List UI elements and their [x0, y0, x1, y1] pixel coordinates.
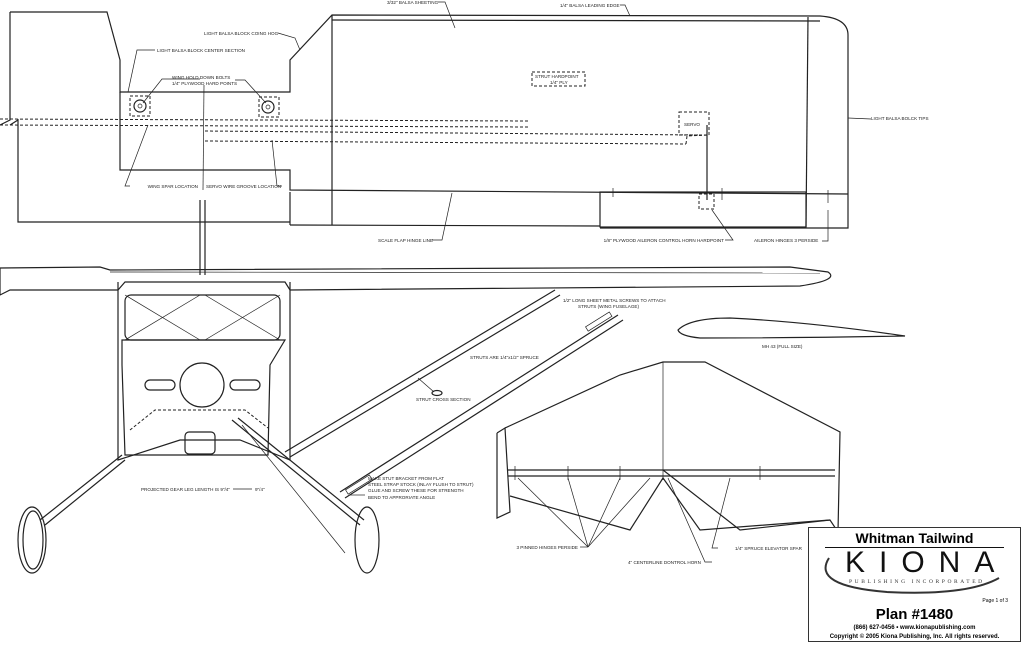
label-bracket-2: STEEL STRAP STOCK (INLAY FLUSH TO STRUT): [368, 482, 474, 487]
label-servo-groove: SERVO WIRE GROOVE LOCATION: [206, 184, 281, 189]
label-screws-1: 1/2" LONG SHEET METAL SCREWS TO ATTACH: [563, 298, 666, 303]
label-strut-hardpoint-2: 1/4" PLY: [550, 80, 568, 85]
label-strut-section: STRUT CROSS SECTION: [416, 397, 471, 402]
label-aileron-horn: 1/8" PLYWOOD AILERON CONTROL HORN HARDPO…: [604, 238, 725, 243]
strut-hardpoint-box: [531, 71, 586, 87]
label-strut-hardpoint-1: STRUT HARDPOINT: [535, 74, 579, 79]
cowl-opening: [179, 362, 225, 408]
sheeting-line: [331, 19, 821, 22]
label-bend: BEND TO APPRORIATE ANGLE: [368, 495, 435, 500]
tail-plan-view: 3 PINNED HINGES PERSIDE 4" CENTERLINE DO…: [496, 361, 841, 565]
logo-swoosh: [824, 557, 1000, 594]
copyright: Copyright © 2005 Kiona Publishing, Inc. …: [829, 634, 1000, 640]
bolt-hole: [133, 99, 147, 113]
label-hold-down-1: WING HOLD DOWN BOLTS: [172, 75, 230, 80]
title-block: Whitman Tailwind KIONA Publishing Incorp…: [808, 527, 1021, 642]
label-balsa-sheeting: 3/32" BALSA SHEETING: [387, 0, 439, 5]
bolt-hole: [261, 100, 275, 114]
wing-plan-view: 3/32" BALSA SHEETING 1/4" BALSA LEADING …: [0, 0, 929, 243]
strut-cross-section: [431, 389, 443, 397]
title-rule: [825, 547, 1004, 548]
front-view: 1/2" LONG SHEET METAL SCREWS TO ATTACH S…: [0, 200, 832, 574]
label-bracket-1: MAKE STUT BRACKET FROM FLAT: [368, 476, 444, 481]
plan-number: Plan #1480: [875, 606, 954, 623]
wing-outline-top: [10, 11, 821, 93]
contact-info: (866) 627-0456 • www.kionapublishing.com: [853, 625, 976, 631]
logo-subtitle: Publishing Incorporated: [849, 579, 985, 585]
label-tail-hinges: 3 PINNED HINGES PERSIDE: [516, 545, 578, 550]
label-control-horn: 4" CENTERLINE DONTROL HORN: [628, 560, 701, 565]
stab-tip-left: [496, 426, 511, 519]
label-aileron-hinges: AILERON HINGES 3 PERSIDE: [754, 238, 818, 243]
aileron: [599, 191, 807, 228]
label-hold-down-2: 1/4" PLYWOOD HARD POINTS: [172, 81, 237, 86]
label-struts: STRUTS ARE 1/4"x1/2" SPRUCE: [470, 355, 539, 360]
fuselage-front: [117, 282, 291, 461]
label-flap-hinge: SCALE FLAP HINGE LINE: [378, 238, 433, 243]
wheel-right: [354, 506, 380, 574]
wing-tip-outline: [600, 15, 849, 229]
label-airfoil: MH 43 (FULL SIZE): [762, 344, 803, 349]
model-name: Whitman Tailwind: [855, 530, 974, 546]
kiona-logo: KIONA: [845, 546, 1009, 579]
wheel-left: [17, 506, 47, 574]
label-block-cowling: LIGHT BALSA BLOCK COING HOG: [204, 31, 279, 36]
label-servo: SERVO: [684, 122, 700, 127]
label-elevator-spar: 1/4" SPRUCE ELEVATOR SPAR: [735, 546, 803, 551]
label-leading-edge: 1/4" BALSA LEADING EDGE: [560, 3, 620, 8]
label-spar-location: WING SPAR LOCATION: [148, 184, 198, 189]
label-gear-leg: PROJECTED GEAR LEG LENGTH IS 9"/4": [141, 487, 230, 492]
airfoil-section: MH 43 (FULL SIZE): [677, 317, 906, 349]
label-bracket-3: GLUE AND SCREW THESE FOR STRENGTH: [368, 488, 464, 493]
label-block-center: LIGHT BALSA BLOCK CENTER SECTION: [157, 48, 245, 53]
label-gear-dim: 9"/4": [255, 487, 265, 492]
page-number: Page 1 of 3: [982, 598, 1008, 604]
servo-box: [678, 111, 710, 136]
label-tip-blocks: LIGHT BALSA BOLCK TIPS: [871, 116, 929, 121]
label-screws-2: STRUTS (WING FUSELAGE): [578, 304, 639, 309]
wing-side: [0, 266, 832, 296]
